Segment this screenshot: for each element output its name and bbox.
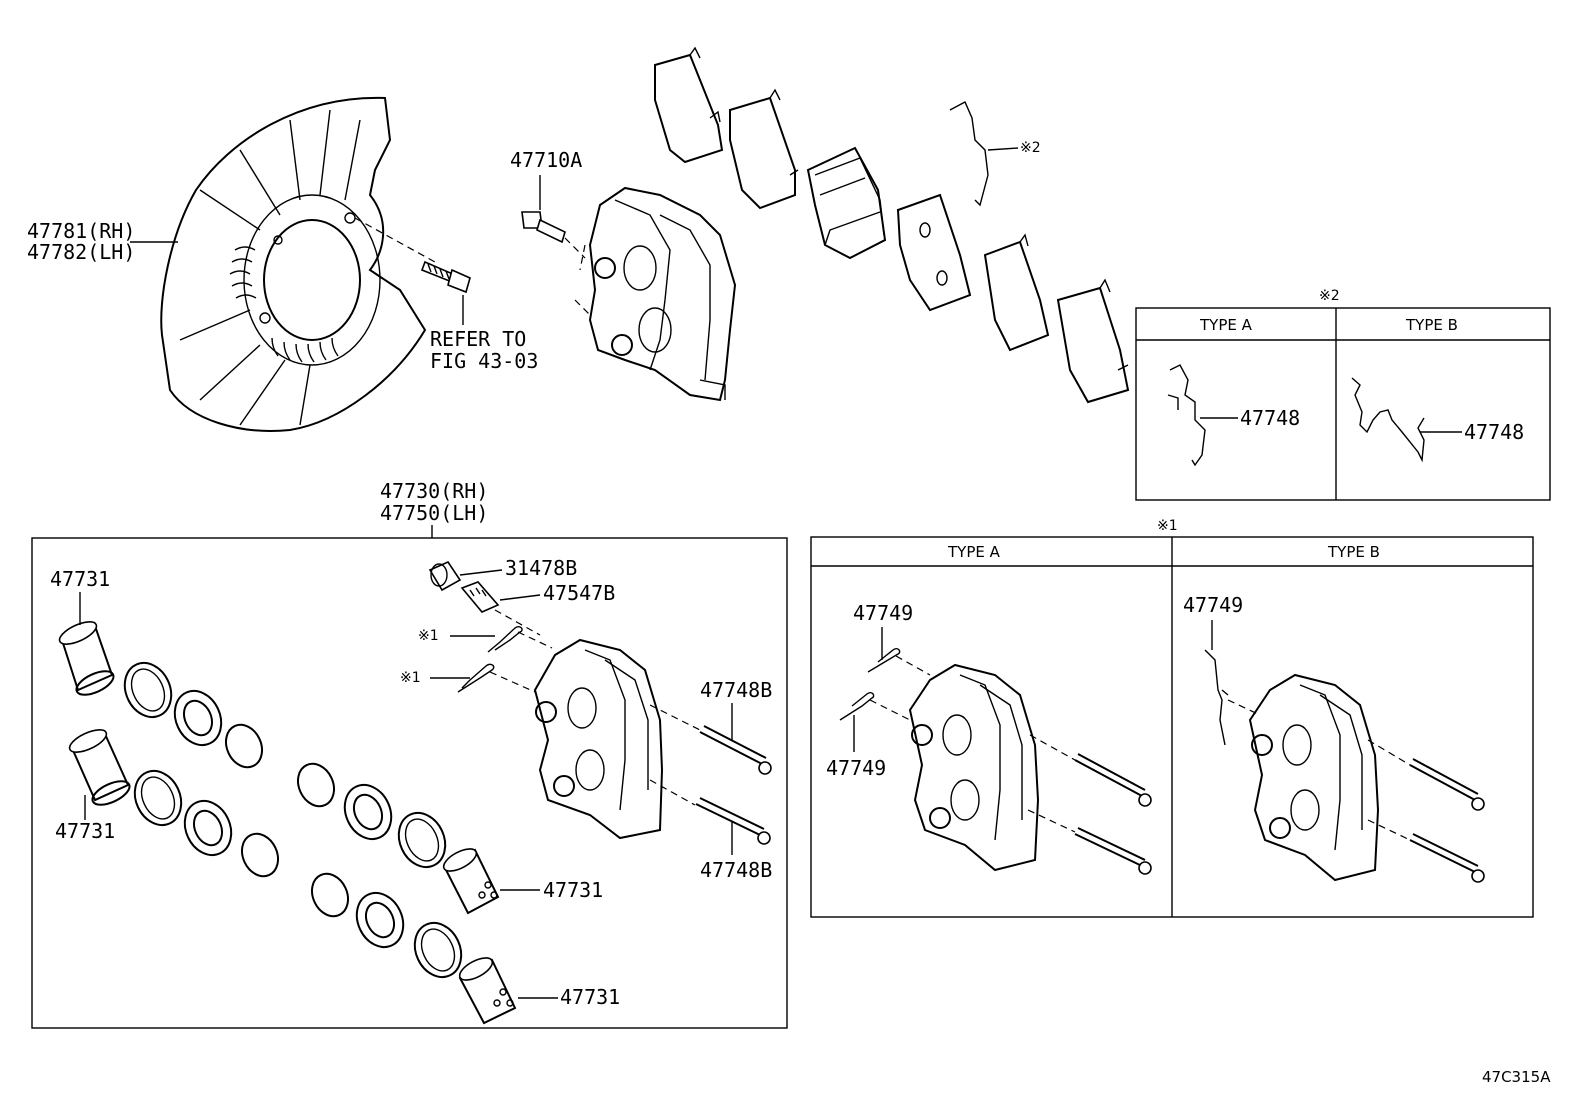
note1-panel-mark: ※1 bbox=[1157, 518, 1178, 534]
note2-type-a: TYPE A bbox=[1199, 316, 1253, 334]
note2-type-b: TYPE B bbox=[1405, 316, 1458, 334]
caliper-rh-label: 47730(RH) bbox=[380, 479, 488, 503]
refer-line1: REFER TO bbox=[430, 327, 526, 351]
diagram-id: 47C315A bbox=[1482, 1068, 1551, 1086]
note2-part-a: 47748 bbox=[1240, 406, 1300, 430]
caliper-type-b bbox=[1248, 673, 1411, 882]
note2-panel: ※2 TYPE A TYPE B 47748 47748 bbox=[1135, 288, 1551, 501]
dust-shield bbox=[130, 96, 427, 432]
note1-part-a-top: 47749 bbox=[853, 601, 913, 625]
pin-top-label: 47748B bbox=[700, 678, 772, 702]
spring-type-b bbox=[1351, 377, 1462, 463]
caliper-lh-label: 47750(LH) bbox=[380, 501, 488, 525]
clip-b bbox=[430, 663, 536, 693]
clip-note-b: ※1 bbox=[400, 670, 421, 686]
clip-a bbox=[450, 625, 553, 653]
spring-type-a bbox=[1167, 364, 1238, 467]
note2-spring-mark: ※2 bbox=[1020, 140, 1041, 156]
brake-pads bbox=[654, 46, 1130, 404]
note1-panel: ※1 TYPE A TYPE B 47749 47749 47749 bbox=[810, 518, 1534, 918]
cap-label: 31478B bbox=[505, 556, 577, 580]
bolt-label: 47710A bbox=[510, 148, 582, 172]
caliper-type-a bbox=[908, 663, 1076, 872]
piston-seals bbox=[58, 621, 517, 1025]
piston-mr-label: 47731 bbox=[543, 878, 603, 902]
pin-b2 bbox=[1409, 833, 1479, 873]
refer-line2: FIG 43-03 bbox=[430, 349, 538, 373]
shield-rh-label: 47781(RH) bbox=[27, 219, 135, 243]
shield-lh-label: 47782(LH) bbox=[27, 240, 135, 264]
caliper-assembly-top bbox=[574, 186, 737, 402]
note1-type-a: TYPE A bbox=[947, 543, 1001, 561]
note1-part-a-bottom: 47749 bbox=[826, 756, 886, 780]
piston-ml-label: 47731 bbox=[55, 819, 115, 843]
note2-part-b: 47748 bbox=[1464, 420, 1524, 444]
caliper-bolt bbox=[521, 211, 586, 259]
pin-a1 bbox=[1074, 753, 1146, 797]
piston-tl-label: 47731 bbox=[50, 567, 110, 591]
pin-b1 bbox=[1409, 758, 1479, 801]
pin-top bbox=[699, 703, 772, 775]
pad-spring-top bbox=[949, 101, 1019, 207]
piston-br-label: 47731 bbox=[560, 985, 620, 1009]
bleeder-cap bbox=[428, 560, 503, 592]
pin-a2 bbox=[1074, 827, 1146, 867]
caliper-kit-box bbox=[31, 537, 788, 1029]
pin-bottom bbox=[695, 797, 771, 855]
note1-type-b: TYPE B bbox=[1327, 543, 1380, 561]
note2-panel-mark: ※2 bbox=[1319, 288, 1340, 304]
bleeder-label: 47547B bbox=[543, 581, 615, 605]
clip-note-a: ※1 bbox=[418, 628, 439, 644]
caliper-body bbox=[533, 638, 701, 840]
bleeder-screw bbox=[460, 581, 541, 636]
note1-part-b: 47749 bbox=[1183, 593, 1243, 617]
shield-bolt bbox=[354, 217, 471, 325]
pin-bottom-label: 47748B bbox=[700, 858, 772, 882]
